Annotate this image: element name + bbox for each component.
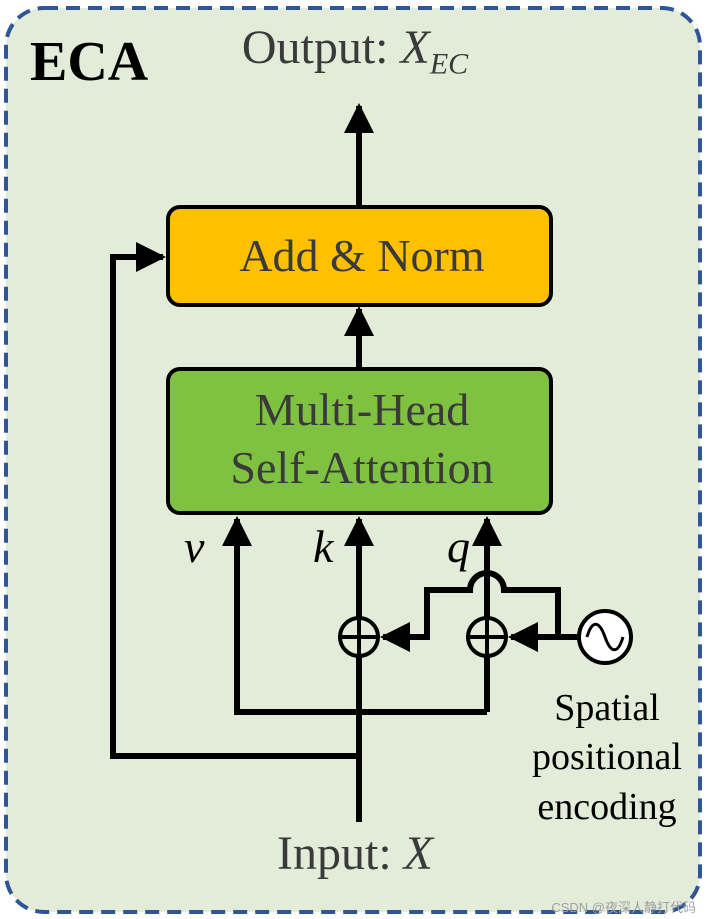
attention-box xyxy=(166,367,553,515)
k-label: k xyxy=(313,521,334,572)
attention-label: Multi-Head Self-Attention xyxy=(230,381,493,496)
input-label: Input: X xyxy=(277,826,433,881)
adder-q xyxy=(466,616,508,658)
v-label: v xyxy=(184,521,205,572)
sine-wave-icon xyxy=(577,609,633,665)
q-label: q xyxy=(447,521,470,572)
attention-label-line1: Multi-Head xyxy=(254,384,470,435)
output-symbol-sub: EC xyxy=(429,47,469,81)
output-symbol: XEC xyxy=(400,21,469,81)
pe-to-k-path xyxy=(380,570,561,652)
pe-line2: positional xyxy=(532,736,682,779)
output-label: Output: XEC xyxy=(242,20,468,82)
residual-path xyxy=(110,242,359,759)
v-branch-path xyxy=(222,516,359,715)
input-label-text: Input: xyxy=(277,827,392,880)
output-symbol-base: X xyxy=(400,21,430,74)
eca-title: ECA xyxy=(30,31,149,93)
watermark: CSDN @夜深人静打代码 xyxy=(551,900,696,915)
positional-encoding-label: Spatial positional encoding xyxy=(532,684,682,832)
pe-line1: Spatial xyxy=(554,687,660,729)
add-norm-box xyxy=(166,205,553,307)
output-label-text: Output: xyxy=(241,21,389,74)
attention-label-line2: Self-Attention xyxy=(230,441,494,493)
input-symbol: X xyxy=(403,827,433,880)
adder-k xyxy=(338,616,380,658)
pe-line3: encoding xyxy=(537,785,677,828)
add-norm-label: Add & Norm xyxy=(239,230,485,281)
